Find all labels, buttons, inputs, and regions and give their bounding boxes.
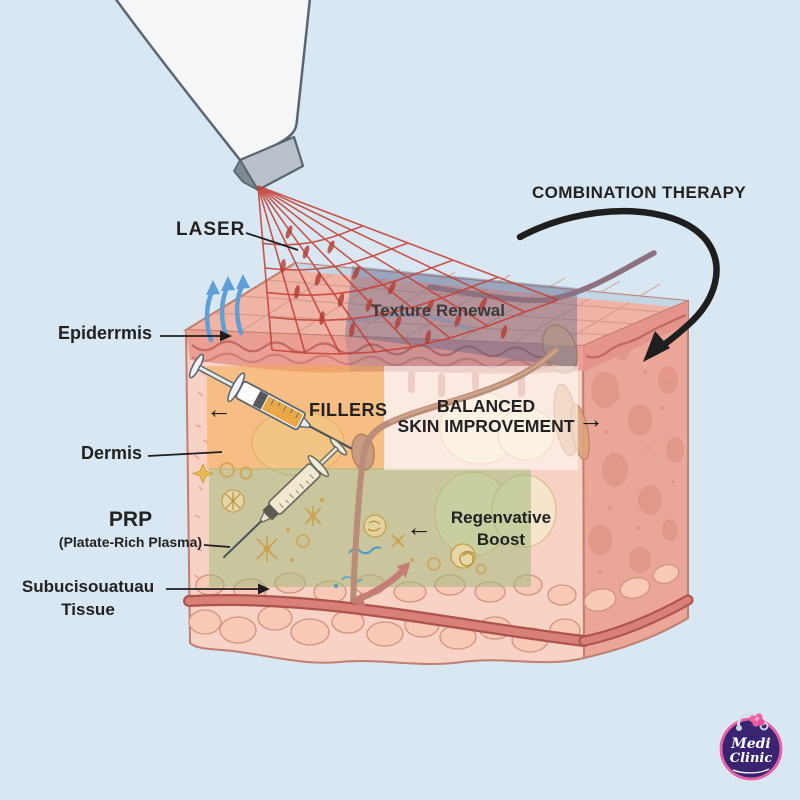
laser-label: LASER [176,219,246,240]
epidermis-band-right [583,301,688,372]
epidermis-band-front [186,330,583,375]
prp-particles [191,462,487,588]
subcut-line2: Tissue [61,600,115,619]
regen-line1: Regenvative [450,508,552,527]
right-face-blobs [588,340,684,573]
surface-hair-2 [348,313,472,332]
regen-left-arrow-icon: ← [406,512,432,542]
combination-arrow [516,207,720,362]
dermis-label: Dermis [80,443,142,463]
subcut-line1: Subucisouatuau [21,577,155,596]
fillers-label: FILLERS [309,400,388,420]
regen-line2: Boost [476,530,526,549]
fillers-syringe [188,353,353,450]
laser-zone-veil-front [345,336,577,372]
balanced-line1: BALANCED [436,396,536,416]
balanced-skin-improvement-label: BALANCED SKIN IMPROVEMENT [388,396,584,436]
logo-badge [719,712,783,781]
fillers-left-arrow-icon: ← [206,394,232,424]
logo-underline [732,768,770,774]
logo-word-clinic: Clinic [729,751,773,766]
balanced-zone-overlay [384,366,578,470]
regenerative-boost-label: Regenvative Boost [430,507,572,551]
epidermis-squiggles [191,313,687,370]
prp-title: PRP [108,508,153,531]
prp-label: PRP (Platate-Rich Plasma) [48,508,213,550]
logo-word-medi: Medi [731,736,771,752]
subcutaneous-tissue-label: Subucisouatuau Tissue [8,575,168,621]
laser-handpiece [114,0,312,192]
dermis-speckles [193,371,209,579]
medi-clinic-logo: Medi Clinic [712,706,790,784]
laser-pulses [280,225,508,344]
surface-hair [427,250,657,304]
texture-renewal-label: Texture Renewal [371,301,505,320]
regen-arrow [352,562,410,607]
balanced-right-arrow-icon: → [578,404,604,434]
flower-icon [749,713,765,727]
blood-vessel [183,593,694,647]
blue-arrow-heads [206,274,250,295]
pointer-arrowheads [220,330,270,595]
pointer-lines [147,232,299,590]
epidermis-label: Epiderrmis [57,323,152,343]
laser-beams [257,185,559,355]
balanced-line2: SKIN IMPROVEMENT [397,416,575,436]
prp-subtitle: (Platate-Rich Plasma) [58,533,203,550]
combination-therapy-label: COMBINATION THERAPY [531,183,747,202]
hair-follicle [350,346,560,605]
prp-syringe [222,437,348,559]
top-back-highlight [291,263,688,308]
